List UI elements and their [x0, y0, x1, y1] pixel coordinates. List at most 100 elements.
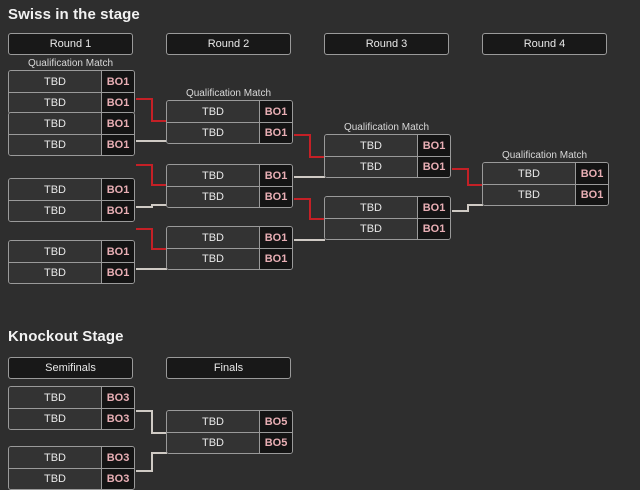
connector-r3m2-h [452, 210, 469, 212]
team-name: TBD [9, 135, 101, 155]
connector-r1m3b-in [151, 248, 167, 250]
match-row[interactable]: TBD BO1 [9, 179, 134, 200]
connector-r2m3-in [309, 239, 325, 241]
team-name: TBD [9, 71, 101, 92]
match-row[interactable]: TBD BO3 [9, 408, 134, 429]
match-format-badge: BO1 [575, 163, 608, 184]
match-row[interactable]: TBD BO1 [9, 262, 134, 283]
connector-r1m4-in [151, 268, 167, 270]
match-row[interactable]: TBD BO1 [9, 241, 134, 262]
match-row[interactable]: TBD BO1 [167, 101, 292, 122]
team-name: TBD [9, 387, 101, 408]
match-r2m3[interactable]: TBD BO1 TBD BO1 [166, 226, 293, 270]
match-row[interactable]: TBD BO1 [9, 134, 134, 155]
team-name: TBD [9, 263, 101, 283]
team-name: TBD [483, 185, 575, 205]
match-r3m1[interactable]: TBD BO1 TBD BO1 [324, 134, 451, 178]
connector-r1m2b-in [151, 184, 167, 186]
match-semifinal-1[interactable]: TBD BO3 TBD BO3 [8, 386, 135, 430]
team-name: TBD [9, 201, 101, 221]
connector-sf2-h [136, 470, 153, 472]
connector-r1m3-v [151, 204, 153, 208]
team-name: TBD [9, 241, 101, 262]
match-r1m4[interactable]: TBD BO1 TBD BO1 [8, 240, 135, 284]
match-row[interactable]: TBD BO1 [167, 227, 292, 248]
team-name: TBD [167, 123, 259, 143]
match-row[interactable]: TBD BO1 [483, 163, 608, 184]
match-row[interactable]: TBD BO1 [325, 218, 450, 239]
match-row[interactable]: TBD BO3 [9, 447, 134, 468]
match-r1m3[interactable]: TBD BO1 TBD BO1 [8, 178, 135, 222]
match-label-r3m1: Qualification Match [343, 122, 430, 133]
connector-sf2-in [151, 452, 167, 454]
match-row[interactable]: TBD BO1 [325, 156, 450, 177]
team-name: TBD [325, 197, 417, 218]
match-row[interactable]: TBD BO1 [167, 122, 292, 143]
match-format-badge: BO1 [417, 157, 450, 177]
team-name: TBD [167, 411, 259, 432]
match-row[interactable]: TBD BO5 [167, 432, 292, 453]
match-format-badge: BO1 [259, 249, 292, 269]
team-name: TBD [167, 187, 259, 207]
match-format-badge: BO1 [259, 123, 292, 143]
connector-r2m2-in [309, 176, 325, 178]
match-row[interactable]: TBD BO1 [9, 113, 134, 134]
team-name: TBD [325, 157, 417, 177]
team-name: TBD [9, 179, 101, 200]
connector-r1m2b-v [151, 164, 153, 186]
match-row[interactable]: TBD BO1 [483, 184, 608, 205]
match-format-badge: BO1 [417, 135, 450, 156]
team-name: TBD [9, 447, 101, 468]
match-final[interactable]: TBD BO5 TBD BO5 [166, 410, 293, 454]
match-row[interactable]: TBD BO3 [9, 468, 134, 489]
match-row[interactable]: TBD BO1 [9, 200, 134, 221]
match-r2m2[interactable]: TBD BO1 TBD BO1 [166, 164, 293, 208]
match-r3m2[interactable]: TBD BO1 TBD BO1 [324, 196, 451, 240]
match-format-badge: BO1 [101, 179, 134, 200]
team-name: TBD [9, 409, 101, 429]
round-tab-semifinals[interactable]: Semifinals [8, 357, 133, 379]
connector-sf1-h [136, 410, 153, 412]
match-row[interactable]: TBD BO1 [325, 135, 450, 156]
connector-r1m3-h [136, 206, 153, 208]
swiss-stage-title: Swiss in the stage [8, 6, 140, 23]
match-r2m1[interactable]: TBD BO1 TBD BO1 [166, 100, 293, 144]
match-format-badge: BO1 [575, 185, 608, 205]
team-name: TBD [325, 219, 417, 239]
team-name: TBD [9, 469, 101, 489]
match-format-badge: BO1 [101, 201, 134, 221]
connector-r3m2-v [467, 204, 469, 212]
match-row[interactable]: TBD BO3 [9, 387, 134, 408]
match-r1m1[interactable]: TBD BO1 TBD BO1 [8, 70, 135, 114]
connector-r2m2b-v [309, 198, 311, 220]
match-row[interactable]: TBD BO1 [325, 197, 450, 218]
match-r1m2[interactable]: TBD BO1 TBD BO1 [8, 112, 135, 156]
round-tab-round-3[interactable]: Round 3 [324, 33, 449, 55]
match-row[interactable]: TBD BO1 [9, 92, 134, 113]
match-format-badge: BO1 [101, 71, 134, 92]
round-tab-round-1[interactable]: Round 1 [8, 33, 133, 55]
match-format-badge: BO1 [417, 197, 450, 218]
match-format-badge: BO3 [101, 469, 134, 489]
match-row[interactable]: TBD BO1 [9, 71, 134, 92]
connector-sf1-v [151, 410, 153, 434]
round-tab-round-2[interactable]: Round 2 [166, 33, 291, 55]
match-row[interactable]: TBD BO1 [167, 165, 292, 186]
round-tab-round-4[interactable]: Round 4 [482, 33, 607, 55]
connector-sf1-in [151, 432, 167, 434]
connector-r1m3-in [151, 204, 167, 206]
connector-r2m2b-h [294, 198, 311, 200]
match-row[interactable]: TBD BO5 [167, 411, 292, 432]
team-name: TBD [9, 93, 101, 113]
match-semifinal-2[interactable]: TBD BO3 TBD BO3 [8, 446, 135, 490]
match-format-badge: BO1 [101, 113, 134, 134]
round-tab-finals[interactable]: Finals [166, 357, 291, 379]
connector-r1m3b-h [136, 228, 153, 230]
match-r4m1[interactable]: TBD BO1 TBD BO1 [482, 162, 609, 206]
connector-r1m1-h [136, 98, 153, 100]
match-row[interactable]: TBD BO1 [167, 248, 292, 269]
connector-r2m1-h [294, 134, 311, 136]
match-format-badge: BO5 [259, 411, 292, 432]
match-row[interactable]: TBD BO1 [167, 186, 292, 207]
